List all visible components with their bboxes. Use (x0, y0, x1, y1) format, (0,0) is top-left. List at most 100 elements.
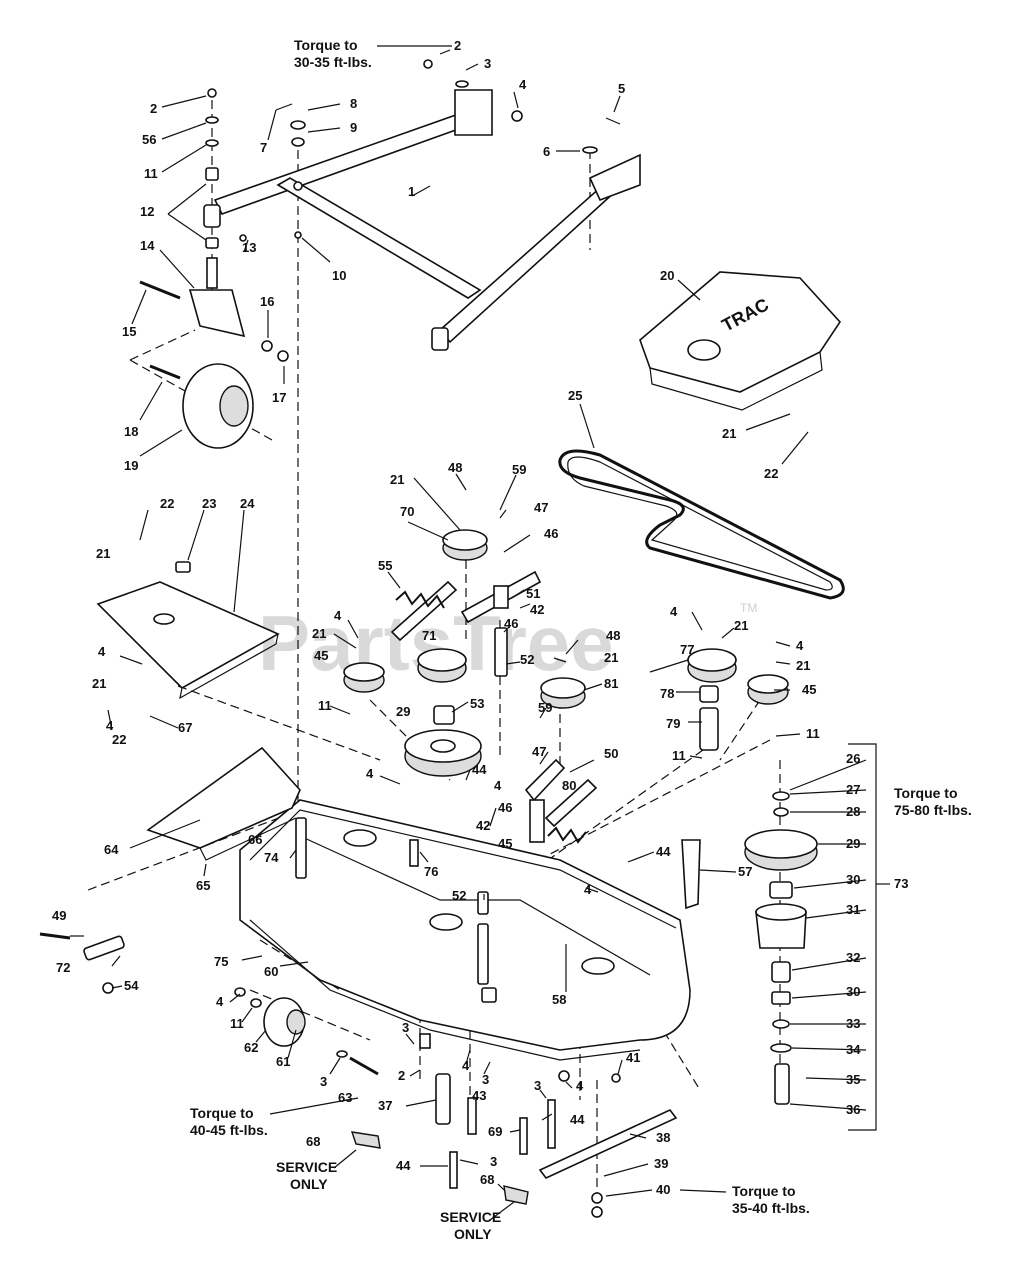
callout-13: 13 (242, 240, 256, 255)
callout-26: 26 (846, 751, 860, 766)
callout-49: 49 (52, 908, 66, 923)
callout-78: 78 (660, 686, 674, 701)
callout-45: 45 (498, 836, 512, 851)
callout-10: 10 (332, 268, 346, 283)
callout-44: 44 (570, 1112, 585, 1127)
belt-guard-plate (96, 561, 280, 700)
caster-wheel-assembly (139, 167, 289, 449)
callout-24: 24 (240, 496, 255, 511)
callout-55: 55 (378, 558, 392, 573)
callout-44: 44 (472, 762, 487, 777)
pulleys (343, 529, 789, 777)
spindle-assembly (744, 743, 877, 1131)
callout-22: 22 (160, 496, 174, 511)
note-left-line1: Torque to (190, 1105, 254, 1121)
callout-21: 21 (734, 618, 748, 633)
callout-2: 2 (150, 101, 157, 116)
callout-58: 58 (552, 992, 566, 1007)
callout-54: 54 (124, 978, 139, 993)
springs (395, 590, 587, 844)
callout-25: 25 (568, 388, 582, 403)
callout-39: 39 (654, 1156, 668, 1171)
callout-11: 11 (144, 166, 158, 181)
callout-69: 69 (488, 1124, 502, 1139)
callout-76: 76 (424, 864, 438, 879)
callout-11: 11 (672, 748, 686, 763)
callout-19: 19 (124, 458, 138, 473)
callout-5: 5 (618, 81, 625, 96)
callout-28: 28 (846, 804, 860, 819)
mower-deck (239, 799, 691, 1061)
callout-27: 27 (846, 782, 860, 797)
callout-11: 11 (806, 726, 820, 741)
callout-21: 21 (604, 650, 618, 665)
leader-lines (70, 45, 890, 1221)
callout-46: 46 (544, 526, 558, 541)
callout-52: 52 (520, 652, 534, 667)
callout-51: 51 (526, 586, 540, 601)
callout-21: 21 (92, 676, 106, 691)
callout-46: 46 (498, 800, 512, 815)
callout-17: 17 (272, 390, 286, 405)
callout-48: 48 (606, 628, 620, 643)
callout-57: 57 (738, 864, 752, 879)
callout-37: 37 (378, 1098, 392, 1113)
callout-22: 22 (764, 466, 778, 481)
callout-4: 4 (366, 766, 374, 781)
callout-6: 6 (543, 144, 550, 159)
callout-44: 44 (396, 1158, 411, 1173)
callout-33: 33 (846, 1016, 860, 1031)
callout-73: 73 (894, 876, 908, 891)
callout-2: 2 (398, 1068, 405, 1083)
note-right-line2: 75-80 ft-lbs. (894, 802, 972, 818)
callout-35: 35 (846, 1072, 860, 1087)
callout-60: 60 (264, 964, 278, 979)
callout-4: 4 (576, 1078, 584, 1093)
callout-1: 1 (408, 184, 415, 199)
idler-arms (390, 570, 598, 843)
callout-4: 4 (334, 608, 342, 623)
note-bottom-line2: 35-40 ft-lbs. (732, 1200, 810, 1216)
callout-47: 47 (534, 500, 548, 515)
callout-4: 4 (519, 77, 527, 92)
callout-4: 4 (98, 644, 106, 659)
callout-67: 67 (178, 720, 192, 735)
drive-belt (558, 449, 845, 600)
callout-42: 42 (530, 602, 544, 617)
callout-74: 74 (264, 850, 279, 865)
discharge-chute (146, 746, 301, 861)
callout-21: 21 (390, 472, 404, 487)
callout-7: 7 (260, 140, 267, 155)
callout-56: 56 (142, 132, 156, 147)
callout-3: 3 (490, 1154, 497, 1169)
callout-4: 4 (216, 994, 224, 1009)
front-wheel-assembly (39, 932, 379, 1076)
callout-9: 9 (350, 120, 357, 135)
callout-63: 63 (338, 1090, 352, 1105)
callout-43: 43 (472, 1088, 486, 1103)
callout-75: 75 (214, 954, 228, 969)
belt-cover: TRAC (639, 271, 842, 411)
top-hardware (205, 59, 621, 242)
watermark-tm: TM (740, 601, 757, 615)
callout-29: 29 (846, 836, 860, 851)
callout-47: 47 (532, 744, 546, 759)
callout-20: 20 (660, 268, 674, 283)
callout-11: 11 (230, 1016, 244, 1031)
callout-4: 4 (494, 778, 502, 793)
callout-3: 3 (484, 56, 491, 71)
callout-81: 81 (604, 676, 618, 691)
callout-4: 4 (670, 604, 678, 619)
callout-80: 80 (562, 778, 576, 793)
callout-77: 77 (680, 642, 694, 657)
callout-16: 16 (260, 294, 274, 309)
callout-46: 46 (504, 616, 518, 631)
callout-23: 23 (202, 496, 216, 511)
service-note-2-line2: ONLY (454, 1226, 492, 1242)
service-note-1-line2: ONLY (290, 1176, 328, 1192)
callout-3: 3 (402, 1020, 409, 1035)
callout-44: 44 (656, 844, 671, 859)
callout-34: 34 (846, 1042, 861, 1057)
